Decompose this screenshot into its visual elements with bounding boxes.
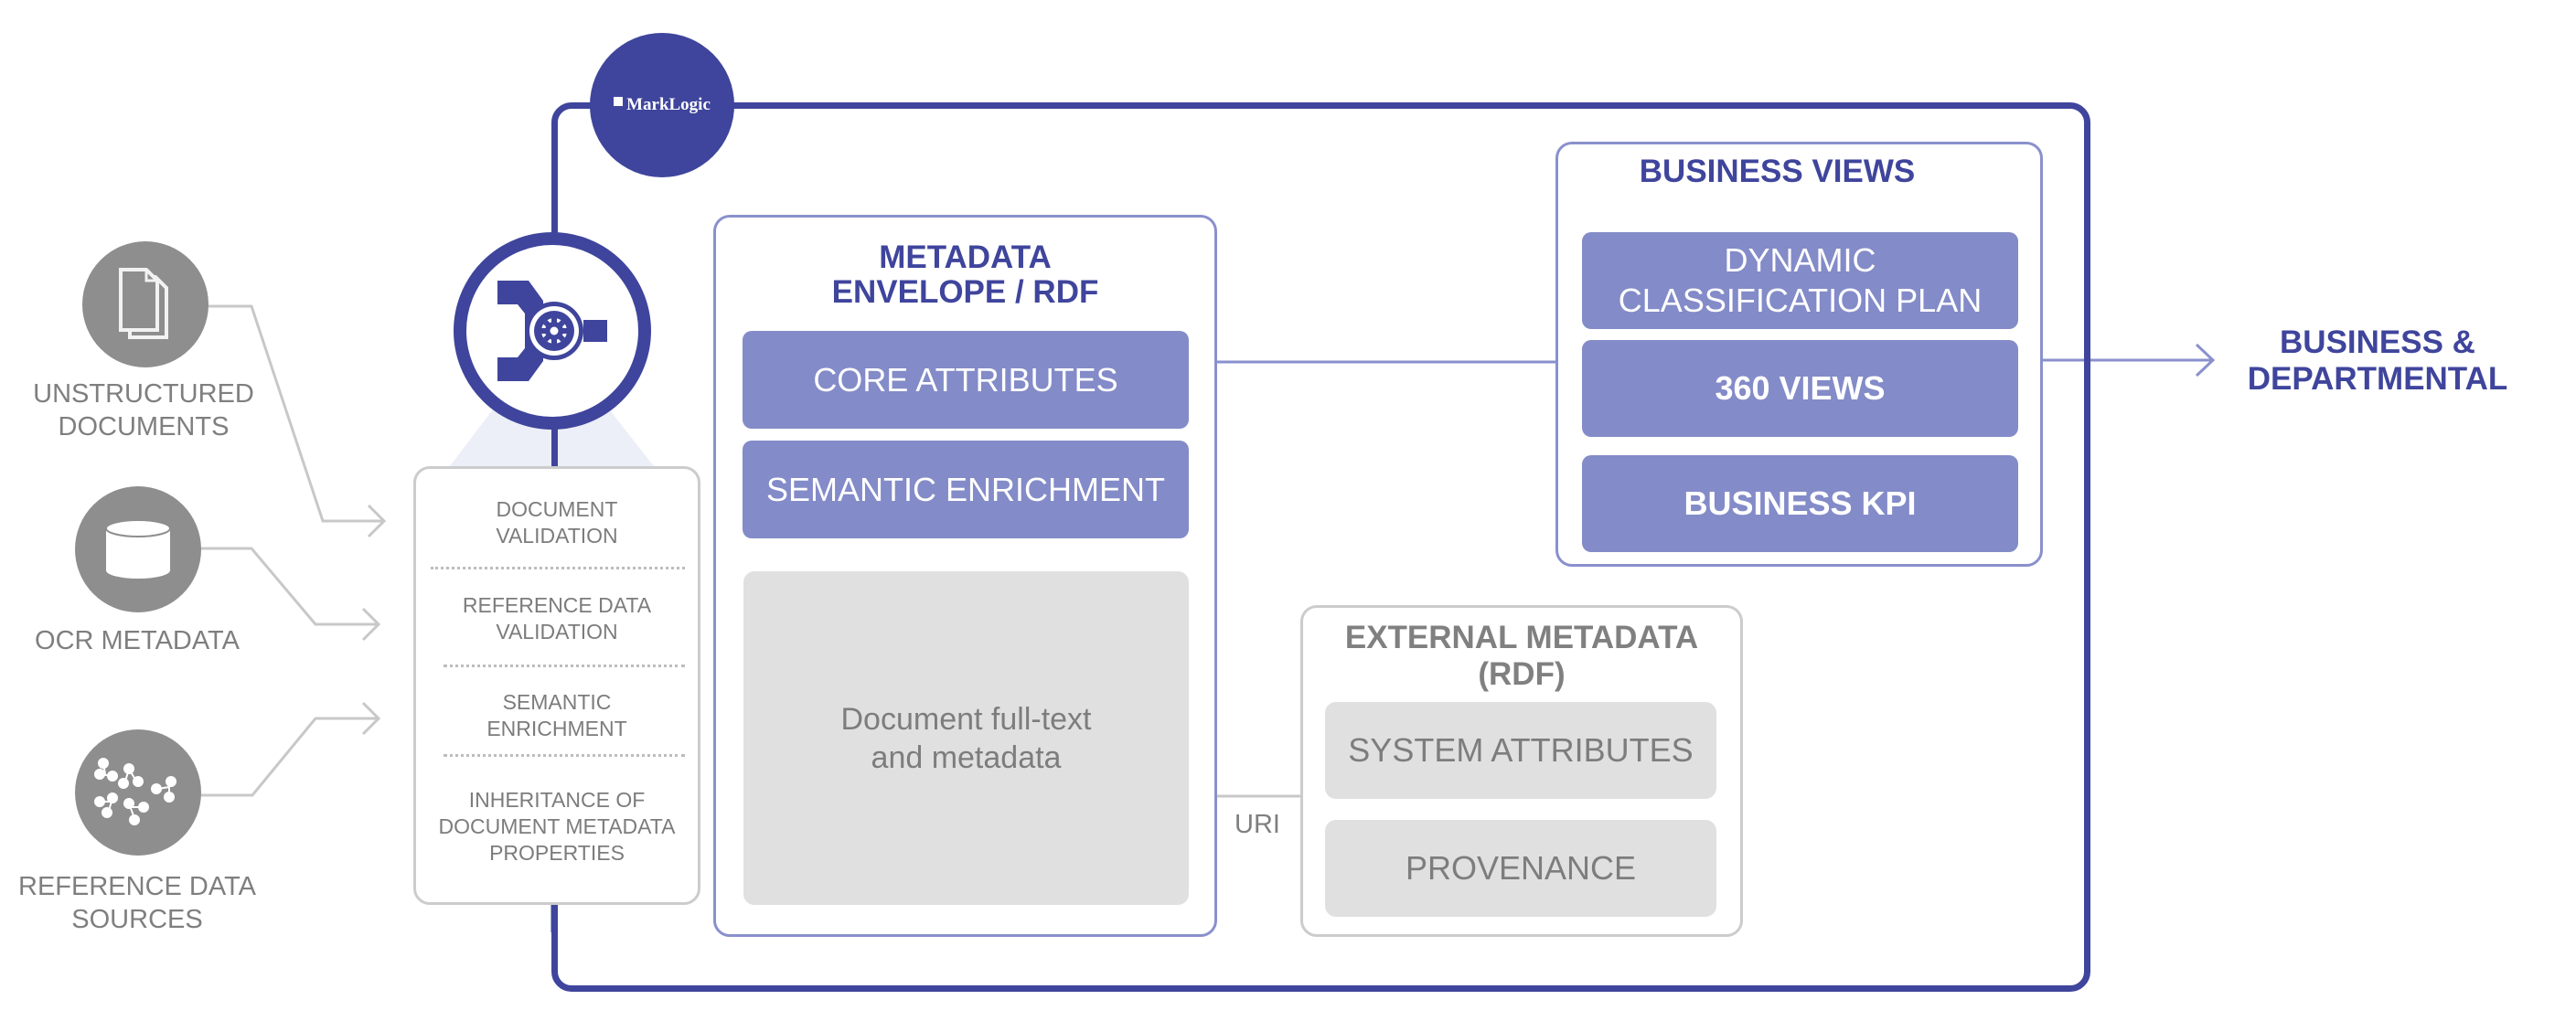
step-document-validation: DOCUMENT VALIDATION bbox=[496, 497, 618, 548]
source-label-reference: REFERENCE DATA SOURCES bbox=[18, 872, 256, 934]
arrow-head-1 bbox=[367, 504, 387, 538]
source-unstructured-documents bbox=[82, 241, 208, 367]
arrow-head-2 bbox=[361, 607, 381, 642]
arrow-refdata-to-ingestion bbox=[199, 717, 378, 797]
tile-dynamic-classification-plan: DYNAMIC CLASSIFICATION PLAN bbox=[1582, 232, 2018, 329]
divider bbox=[431, 567, 685, 569]
source-label-ocr: OCR METADATA bbox=[35, 626, 240, 655]
tile-provenance: PROVENANCE bbox=[1325, 820, 1716, 917]
tile-semantic-enrichment: SEMANTIC ENRICHMENT bbox=[743, 441, 1189, 538]
tile-document-fulltext: Document full-text and metadata bbox=[743, 571, 1189, 905]
step-semantic-enrichment: SEMANTIC ENRICHMENT bbox=[486, 690, 627, 740]
metadata-envelope-title: METADATA ENVELOPE / RDF bbox=[831, 239, 1099, 310]
marklogic-logo-icon bbox=[614, 97, 624, 106]
external-metadata-title: EXTERNAL METADATA (RDF) bbox=[1344, 620, 1699, 692]
marklogic-logo: MarkLogic bbox=[590, 33, 734, 177]
tile-core-attributes: CORE ATTRIBUTES bbox=[743, 331, 1189, 429]
uri-label: URI bbox=[1235, 810, 1280, 839]
arrow-ocr-to-ingestion bbox=[199, 547, 378, 626]
arrow-unstructured-to-ingestion bbox=[206, 304, 382, 523]
tile-360-views: 360 VIEWS bbox=[1582, 340, 2018, 437]
source-label-unstructured: UNSTRUCTURED DOCUMENTS bbox=[33, 379, 254, 441]
source-reference-data bbox=[75, 729, 201, 856]
network-nodes-icon bbox=[94, 758, 176, 825]
step-reference-validation: REFERENCE DATA VALIDATION bbox=[462, 593, 652, 643]
frame-to-gear-link bbox=[551, 174, 558, 238]
divider bbox=[444, 665, 685, 667]
tile-system-attributes: SYSTEM ATTRIBUTES bbox=[1325, 702, 1716, 799]
arrow-head-output bbox=[2195, 343, 2216, 378]
business-views-title: BUSINESS VIEWS bbox=[1639, 154, 1916, 189]
ingestion-steps-panel: DOCUMENT VALIDATION REFERENCE DATA VALID… bbox=[413, 466, 700, 905]
documents-icon bbox=[119, 268, 168, 339]
marklogic-logo-text: MarkLogic bbox=[626, 95, 711, 114]
ingestion-connector bbox=[454, 232, 651, 430]
output-business-departmental: BUSINESS & DEPARTMENTAL bbox=[2247, 324, 2508, 397]
divider bbox=[444, 754, 685, 757]
step-metadata-inheritance: INHERITANCE OF DOCUMENT METADATA PROPERT… bbox=[438, 788, 676, 865]
database-icon bbox=[105, 519, 171, 579]
source-ocr-metadata bbox=[75, 486, 201, 612]
arrow-head-3 bbox=[361, 701, 381, 736]
tile-business-kpi: BUSINESS KPI bbox=[1582, 455, 2018, 552]
connector-gear-icon bbox=[497, 281, 607, 381]
